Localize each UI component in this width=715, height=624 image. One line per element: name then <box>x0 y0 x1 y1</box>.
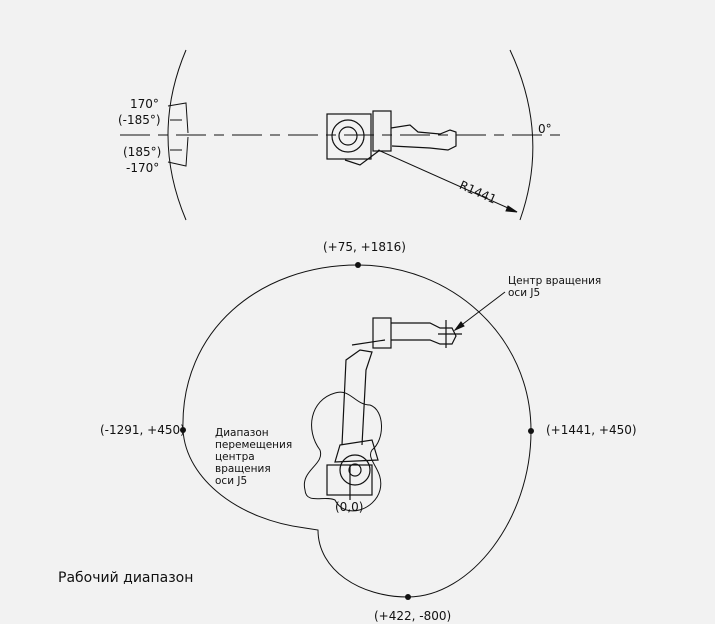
origin-label: (0,0) <box>335 500 364 514</box>
j5-range-line1: Диапазон <box>215 427 269 439</box>
point-right-label: (+1441, +450) <box>546 423 637 437</box>
point-left-label: (-1291, +450) <box>100 423 185 437</box>
angle-minus185: (-185°) <box>118 113 161 127</box>
j5-center-line2: оси J5 <box>508 287 541 299</box>
point-bottom-label: (+422, -800) <box>374 609 452 623</box>
radius-line <box>377 149 518 213</box>
j5-range-line3: центра <box>215 451 255 463</box>
angle-185: (185°) <box>123 145 162 159</box>
point-top-label: (+75, +1816) <box>323 240 406 254</box>
j5-range-label: Диапазон перемещения центра вращения оси… <box>215 427 292 487</box>
j5-range-line2: перемещения <box>215 439 293 451</box>
angle-bracket-lower <box>167 136 189 167</box>
j5-center-line1: Центр вращения <box>508 275 602 287</box>
j5-range-line5: оси J5 <box>215 475 248 487</box>
angle-minus170: -170° <box>126 161 160 175</box>
angle-bracket-upper <box>167 102 189 134</box>
j5-pointer <box>454 291 506 331</box>
caption: Рабочий диапазон <box>58 570 194 586</box>
angle-zero: 0° <box>538 122 552 136</box>
robot-top-view <box>326 110 457 166</box>
envelope-points <box>180 262 534 600</box>
angle-170: 170° <box>130 97 159 111</box>
j5-center-label: Центр вращения оси J5 <box>508 275 601 299</box>
j5-range-line4: вращения <box>215 463 271 475</box>
robot-side-view <box>326 317 462 500</box>
j5-inner-range <box>303 391 382 512</box>
